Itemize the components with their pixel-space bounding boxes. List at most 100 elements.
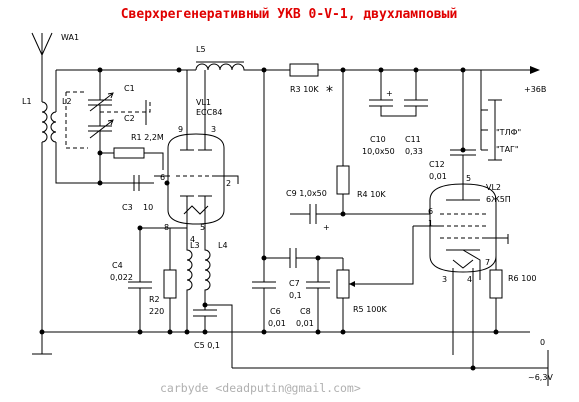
junction-dot bbox=[460, 147, 466, 153]
label-c3: C3 bbox=[122, 203, 133, 212]
vl2-pin-1: 1 bbox=[428, 219, 433, 228]
junction-dot bbox=[39, 329, 45, 335]
label-c9: C9 1,0x50 bbox=[286, 189, 327, 198]
label-c1: C1 bbox=[124, 84, 135, 93]
label-vl1-type: ECC84 bbox=[196, 108, 222, 117]
capacitor-c3 bbox=[99, 150, 154, 191]
coil-l2 bbox=[50, 70, 140, 184]
capacitor-c10: + bbox=[369, 70, 400, 117]
arrow-plus36 bbox=[530, 66, 540, 74]
junction-dot bbox=[202, 329, 208, 335]
tube-vl1 bbox=[154, 120, 239, 236]
junction-dot bbox=[184, 329, 190, 335]
label-tlf: "ТЛФ" bbox=[496, 128, 521, 137]
coil-l3 bbox=[186, 236, 193, 332]
pin-3: 3 bbox=[211, 125, 216, 134]
coil-l5 bbox=[195, 61, 262, 71]
label-r1: R1 2,2M bbox=[131, 133, 164, 142]
label-c10: C10 bbox=[370, 135, 386, 144]
label-c8: C8 bbox=[300, 307, 311, 316]
capacitor-c6 bbox=[252, 281, 276, 332]
svg-text:+: + bbox=[386, 89, 393, 98]
r5-wiper-wire bbox=[349, 254, 414, 285]
capacitor-c4 bbox=[128, 228, 152, 332]
capacitor-c5 bbox=[193, 309, 217, 332]
c5-wire bbox=[205, 304, 233, 368]
vl2-pin-3: 3 bbox=[442, 275, 447, 284]
label-c10-value: 10,0x50 bbox=[362, 147, 395, 156]
coil-l1 bbox=[41, 101, 48, 354]
label-vl2: VL2 bbox=[486, 183, 501, 192]
pin-2: 2 bbox=[226, 179, 231, 188]
junction-dot bbox=[164, 180, 170, 186]
potentiometer-r5 bbox=[336, 269, 350, 299]
junction-dot bbox=[176, 67, 182, 73]
vl2-pin-7: 7 bbox=[485, 258, 490, 267]
label-wa1: WA1 bbox=[61, 33, 79, 42]
label-l4: L4 bbox=[218, 241, 228, 250]
ground-symbol bbox=[32, 332, 52, 355]
variable-capacitor-c2 bbox=[88, 112, 114, 150]
resistor-r1 bbox=[113, 147, 145, 159]
label-l5: L5 bbox=[196, 45, 206, 54]
vl2-pin-4: 4 bbox=[467, 275, 472, 284]
plate-wire bbox=[186, 70, 206, 120]
pin-5: 5 bbox=[200, 223, 205, 232]
label-r5: R5 100K bbox=[353, 305, 387, 314]
variable-capacitor-c1 bbox=[88, 70, 114, 112]
label-c6-value: 0,01 bbox=[268, 319, 286, 328]
coil-l4 bbox=[204, 236, 211, 310]
capacitor-c9: + bbox=[290, 204, 343, 232]
output-jack bbox=[462, 70, 502, 161]
pin-9: 9 bbox=[178, 125, 183, 134]
label-r2-value: 220 bbox=[149, 307, 164, 316]
r5-wiper-arrow bbox=[349, 281, 355, 287]
label-c6: C6 bbox=[270, 307, 281, 316]
junction-dot bbox=[137, 329, 143, 335]
capacitor-c12 bbox=[450, 149, 476, 175]
label-c12: C12 bbox=[429, 160, 445, 169]
junction-dot bbox=[470, 365, 476, 371]
label-c11: C11 bbox=[405, 135, 421, 144]
label-c7: C7 bbox=[289, 279, 300, 288]
label-r2: R2 bbox=[149, 295, 160, 304]
label-r3: R3 10K bbox=[290, 85, 319, 94]
capacitor-c11 bbox=[400, 70, 428, 117]
label-star: * bbox=[326, 84, 333, 100]
resistor-r2 bbox=[163, 269, 177, 299]
label-c7-value: 0,1 bbox=[289, 291, 302, 300]
capacitor-c8 bbox=[306, 258, 330, 332]
label-c11-value: 0,33 bbox=[405, 147, 423, 156]
capacitor-c7 bbox=[264, 248, 343, 268]
pin-6: 6 bbox=[160, 173, 165, 182]
schematic-title: Сверхрегенеративный УКВ 0-V-1, двухлампо… bbox=[121, 7, 458, 22]
label-c3-value: 10 bbox=[143, 203, 153, 212]
label-heater-voltage: ~6,3V bbox=[528, 373, 553, 382]
label-r6: R6 100 bbox=[508, 274, 536, 283]
junction-dot bbox=[493, 329, 499, 335]
label-c4-value: 0,022 bbox=[110, 273, 133, 282]
label-tag: "ТАГ" bbox=[496, 145, 519, 154]
label-zero: 0 bbox=[540, 338, 545, 347]
antenna-wa1 bbox=[31, 32, 53, 102]
label-l3: L3 bbox=[190, 241, 200, 250]
label-c4: C4 bbox=[112, 261, 123, 270]
junction-dot bbox=[167, 329, 173, 335]
label-vl2-type: 6Ж5П bbox=[486, 195, 511, 204]
label-r4: R4 10K bbox=[357, 190, 386, 199]
resistor-r6 bbox=[489, 269, 503, 299]
label-plus36: +36В bbox=[524, 85, 546, 94]
svg-text:+: + bbox=[323, 223, 330, 232]
resistor-r4 bbox=[336, 165, 350, 195]
vl2-pin-5: 5 bbox=[466, 174, 471, 183]
junction-dot bbox=[340, 329, 346, 335]
junction-dot bbox=[315, 329, 321, 335]
vl2-heater-wire bbox=[452, 268, 474, 368]
label-l2: L2 bbox=[62, 97, 72, 106]
author-credit: carbyde <deadputin@gmail.com> bbox=[160, 381, 361, 395]
junction-dot bbox=[261, 329, 267, 335]
label-l1: L1 bbox=[22, 97, 32, 106]
label-c5: C5 0,1 bbox=[194, 341, 220, 350]
label-c8-value: 0,01 bbox=[296, 319, 314, 328]
